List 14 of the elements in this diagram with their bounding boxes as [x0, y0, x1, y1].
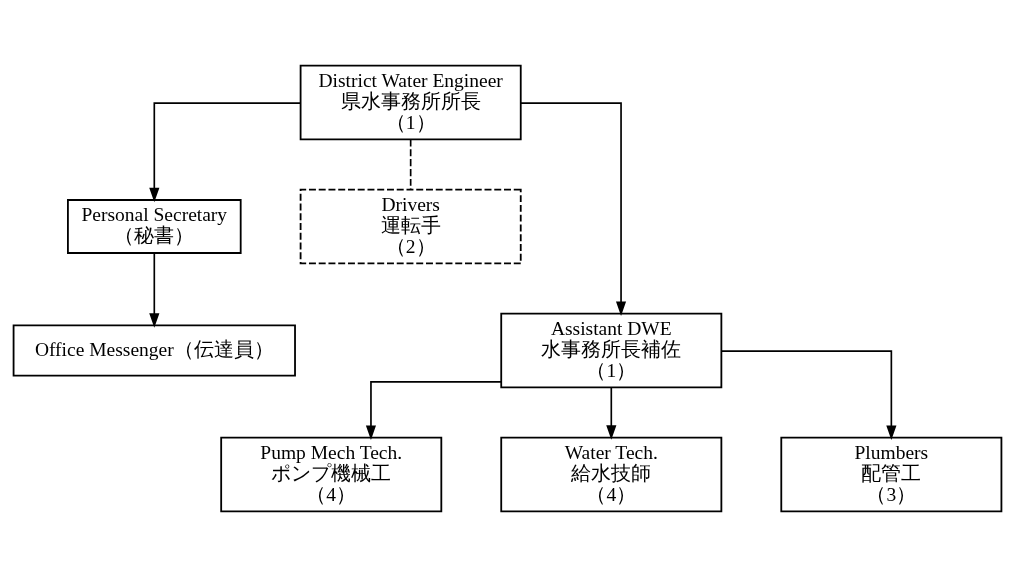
node-box: District Water Engineer 県水事務所所長 （1）	[299, 64, 522, 140]
node-box: Office Messenger（伝達員）	[12, 324, 296, 376]
arrow	[606, 386, 617, 440]
arrow	[720, 349, 897, 440]
arrow	[149, 252, 160, 328]
node-box: Water Tech. 給水技師 （4）	[500, 436, 723, 512]
arrow	[519, 101, 627, 316]
arrow	[149, 101, 302, 202]
node-box: Drivers 運転手 （2）	[299, 188, 522, 264]
node-box: Pump Mech Tech. ポンプ機械工 （4）	[220, 436, 443, 512]
node-box: Plumbers 配管工 （3）	[780, 436, 1003, 512]
node-box: Assistant DWE 水事務所長補佐 （1）	[500, 312, 723, 388]
arrow	[365, 380, 502, 440]
node-box: Personal Secretary （秘書）	[67, 198, 242, 254]
